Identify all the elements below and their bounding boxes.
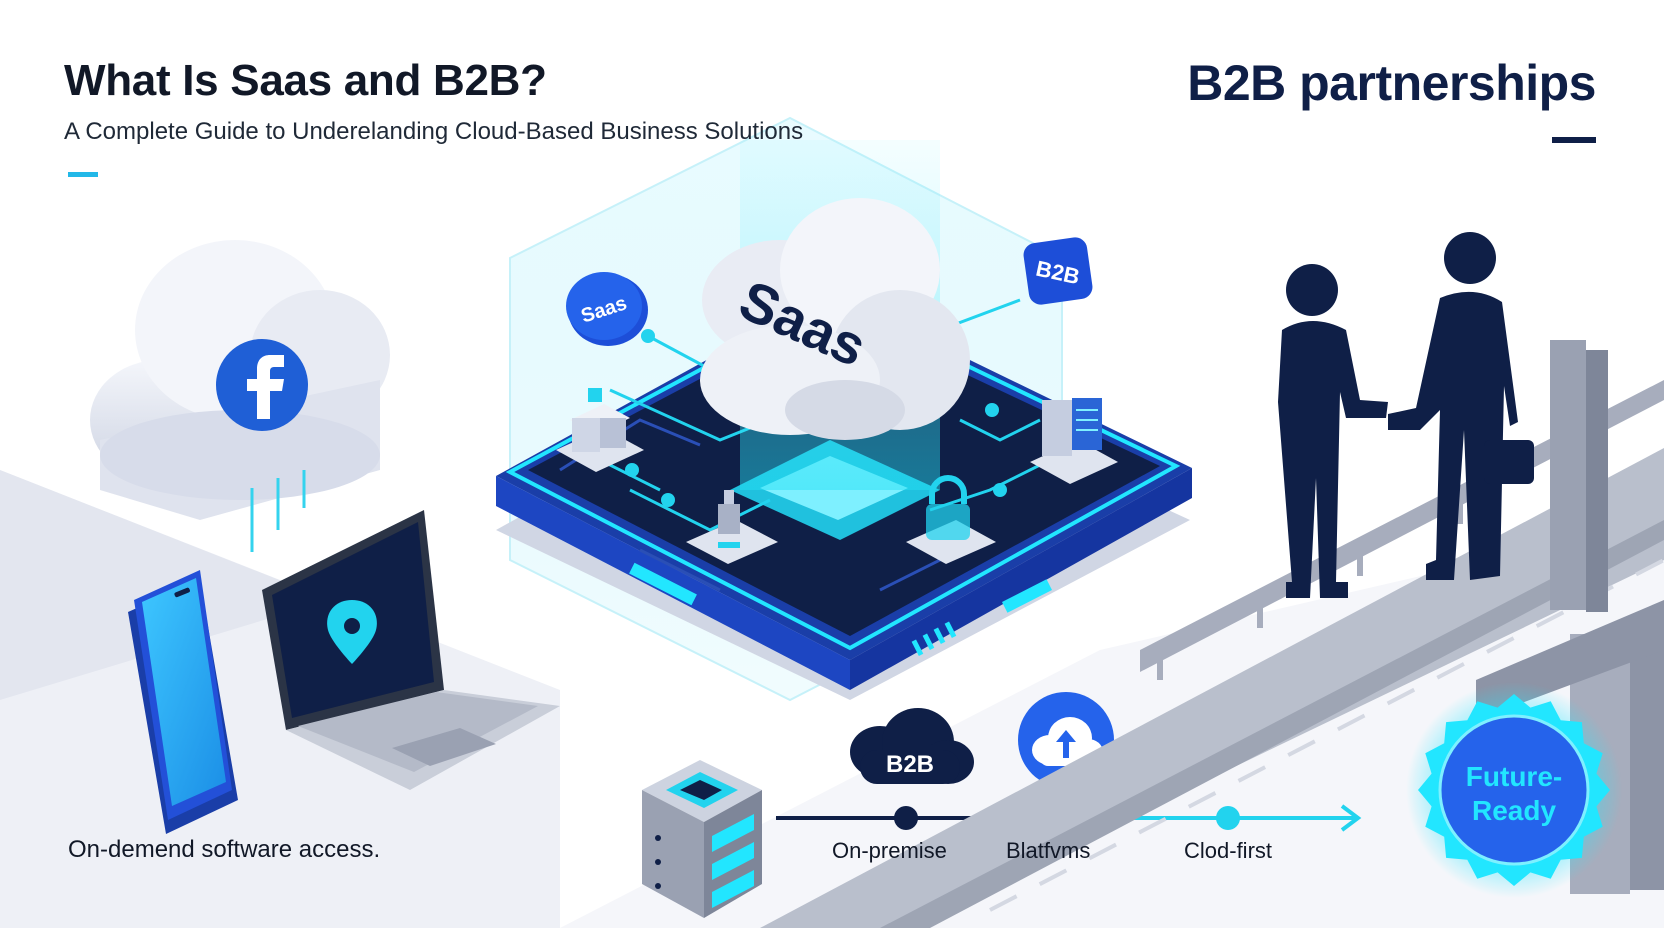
heading-accent-bar <box>1552 137 1596 143</box>
seal-line-1: Future- <box>1466 761 1562 792</box>
future-ready-seal <box>1406 682 1622 898</box>
left-cloud <box>90 240 390 520</box>
b2b-badge <box>1023 237 1093 305</box>
page-title: What Is Saas and B2B? <box>64 56 547 105</box>
device-caption: On-demend software access. <box>68 836 381 863</box>
timeline-label-cloud-first: Clod-first <box>1184 838 1273 863</box>
title-accent-bar <box>68 172 98 177</box>
lock-icon <box>906 475 996 564</box>
timeline-node-cloud-first <box>1216 806 1240 830</box>
server-node-front <box>686 490 778 564</box>
seal-line-2: Ready <box>1472 795 1556 826</box>
timeline-b2b-cloud <box>850 708 974 784</box>
saas-badge <box>566 272 648 346</box>
server-tower <box>642 760 762 918</box>
smartphone <box>128 570 238 834</box>
page-subtitle: A Complete Guide to Underelanding Cloud-… <box>64 118 804 145</box>
timeline-node-on-premise <box>894 806 918 830</box>
saas-cloud <box>700 198 970 440</box>
timeline-label-on-premise: On-premise <box>832 838 947 863</box>
timeline-label-platforms: Blatfvms <box>1006 838 1091 863</box>
location-pin-icon <box>327 600 377 664</box>
building-node-right <box>1030 398 1118 484</box>
businessmen-handshake <box>1278 232 1534 598</box>
building-node-left <box>556 388 644 472</box>
b2b-partnerships-heading: B2B partnerships <box>1187 55 1596 111</box>
timeline-b2b-label: B2B <box>886 751 934 778</box>
facebook-icon <box>216 339 308 431</box>
